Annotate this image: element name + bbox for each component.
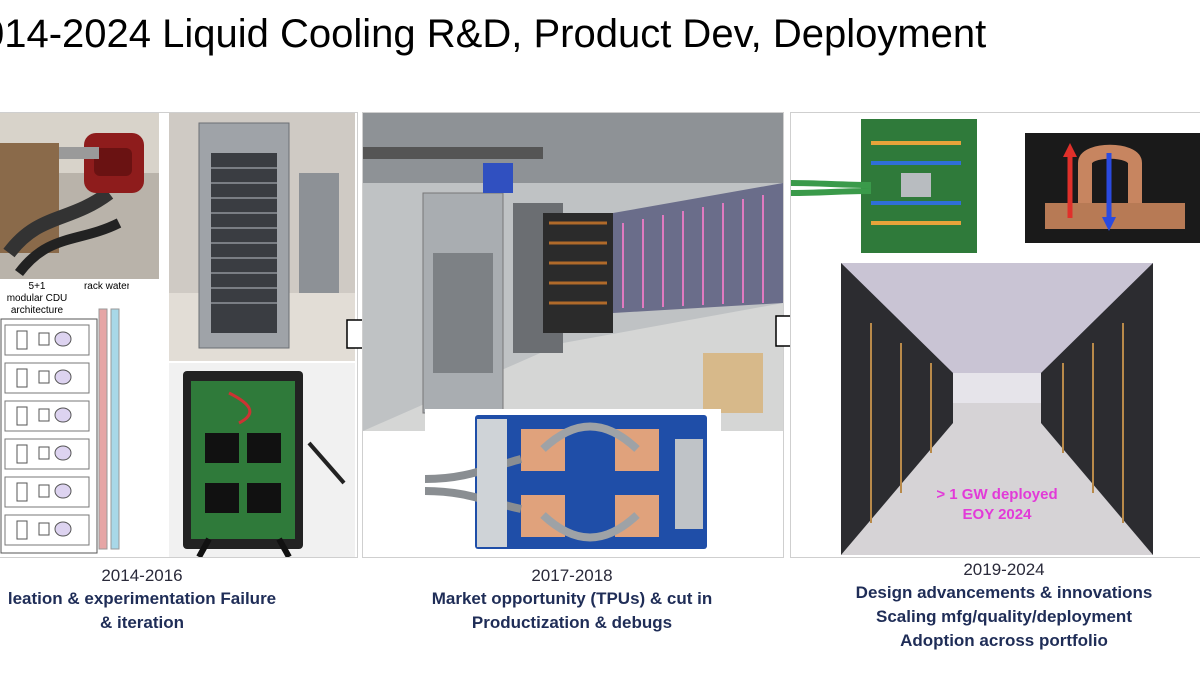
caption-2019-2024: 2019-2024 Design advancements & innovati… (820, 559, 1188, 653)
cdu-label-line-1: 5+1 (29, 281, 46, 292)
caption-year: 2017-2018 (531, 566, 613, 585)
photo-rack-prototype (169, 113, 355, 361)
cdu-label-line-2: modular CDU (7, 293, 68, 304)
slide-title: 014-2024 Liquid Cooling R&D, Product Dev… (0, 12, 987, 56)
photo-pump-pipes (0, 113, 159, 279)
overlay-gw-deployed: > 1 GW deployed (936, 486, 1057, 503)
panel-2019-2024: > 1 GW deployed EOY 2024 (790, 112, 1200, 558)
panel-2017-2018 (362, 112, 784, 558)
cdu-label-line-3: architecture (11, 305, 64, 316)
caption-line: leation & experimentation Failure (7, 589, 277, 608)
caption-2014-2016: 2014-2016 leation & experimentation Fail… (0, 565, 312, 635)
caption-line: Design advancements & innovations (855, 583, 1153, 602)
photo-datacenter-aisle: > 1 GW deployed EOY 2024 (841, 263, 1153, 555)
panel-2014-2016: 5+1 modular CDU architecture rack water (0, 112, 358, 558)
photo-cold-plate-flow (1025, 133, 1200, 243)
overlay-eoy: EOY 2024 (963, 506, 1033, 523)
photo-tpu-board (425, 409, 721, 557)
caption-line: & iteration (99, 613, 185, 632)
caption-line: Adoption across portfolio (900, 631, 1108, 650)
photo-cooling-board (169, 363, 355, 557)
caption-line: Productization & debugs (471, 613, 673, 632)
caption-year: 2019-2024 (963, 560, 1045, 579)
photo-datacenter-row (363, 113, 783, 431)
caption-line: Scaling mfg/quality/deployment (876, 607, 1132, 626)
photo-cold-plate-board (791, 113, 987, 259)
rack-water-label: rack water (84, 281, 129, 292)
caption-2017-2018: 2017-2018 Market opportunity (TPUs) & cu… (392, 565, 752, 635)
caption-year: 2014-2016 (101, 566, 183, 585)
caption-line: Market opportunity (TPUs) & cut in (431, 589, 713, 608)
cdu-module (4, 324, 90, 356)
cdu-architecture-diagram: 5+1 modular CDU architecture rack water (0, 279, 129, 557)
